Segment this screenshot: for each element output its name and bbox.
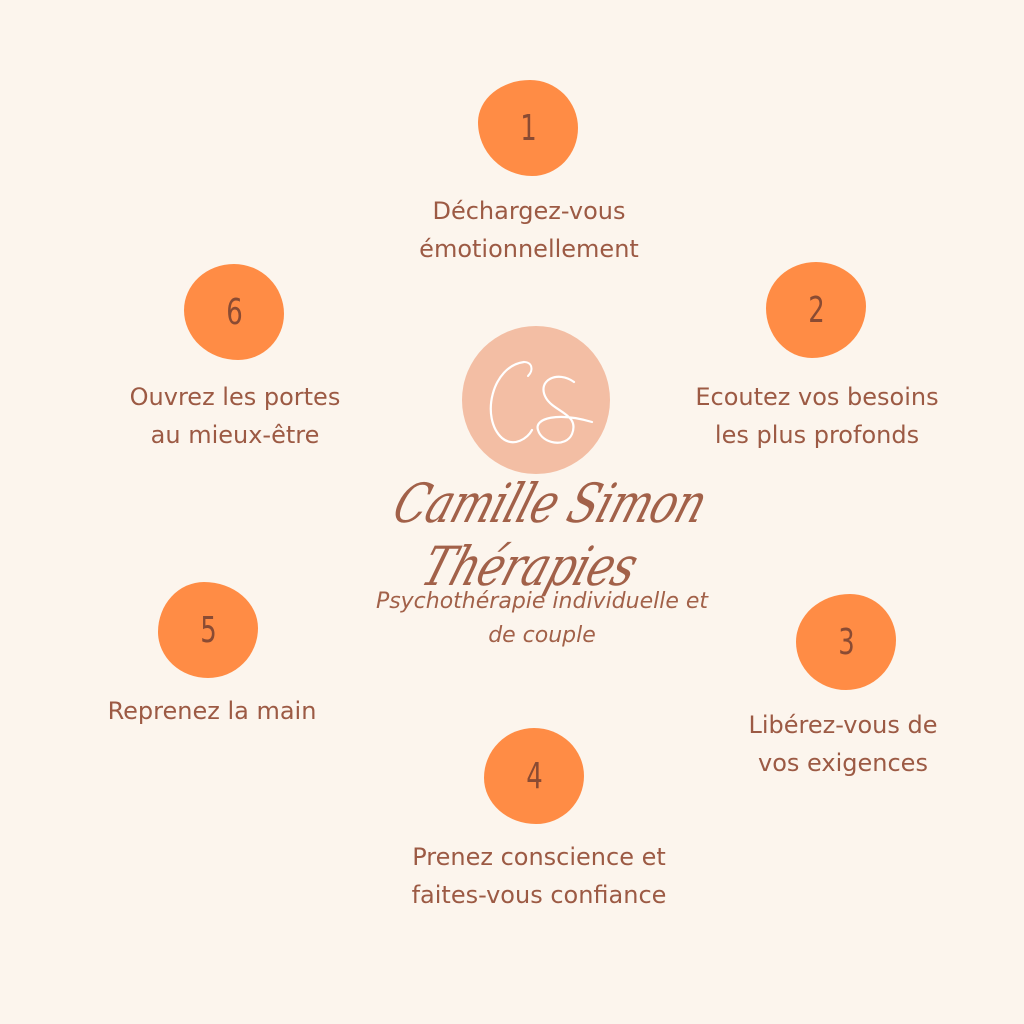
logo-monogram-circle [462,326,610,474]
step-2-label: Ecoutez vos besoins les plus profonds [695,383,939,449]
step-3-blob: 3 [796,594,896,690]
step-1-blob: 1 [478,80,578,176]
step-4-label: Prenez conscience et faites-vous confian… [411,843,667,909]
step-5-blob: 5 [158,582,258,678]
monogram-icon [489,360,594,444]
step-6-blob: 6 [184,264,284,360]
step-6-label: Ouvrez les portes au mieux-être [129,383,341,449]
step-2-number: 2 [807,289,825,331]
step-4-number: 4 [525,755,543,797]
step-6-number: 6 [225,291,243,333]
step-1-label: Déchargez-vous émotionnellement [419,197,639,263]
step-5-number: 5 [199,609,217,651]
step-1-number: 1 [519,107,537,149]
brand-name: Camille Simon Thérapies [385,472,715,598]
step-4-blob: 4 [484,728,584,824]
step-3-label: Libérez-vous de vos exigences [748,711,938,777]
step-2-blob: 2 [766,262,866,358]
step-5-label: Reprenez la main [107,697,317,725]
brand-tagline: Psychothérapie individuelle et de couple [375,589,709,648]
step-3-number: 3 [837,621,855,663]
